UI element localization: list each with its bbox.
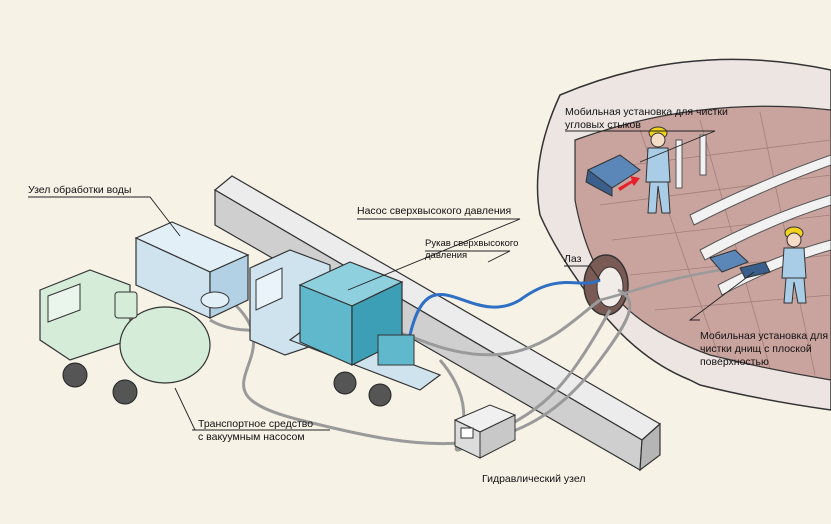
worker-2 bbox=[781, 226, 807, 304]
vacuum-truck bbox=[39, 269, 211, 405]
label-floor-unit-2: чистки днищ с плоской bbox=[700, 343, 812, 355]
label-corner-unit-1: Мобильная установка для чистки bbox=[565, 106, 728, 118]
water-treatment-unit bbox=[134, 221, 250, 319]
label-corner-unit-2: угловых стыков bbox=[565, 119, 641, 131]
label-hp-hose-1: Рукав сверхвысокого bbox=[425, 238, 518, 249]
worker-1 bbox=[645, 126, 671, 214]
hydraulic-unit bbox=[453, 404, 517, 459]
high-pressure-pump bbox=[298, 261, 415, 366]
label-floor-unit-1: Мобильная установка для bbox=[700, 330, 828, 342]
label-hp-hose-2: давления bbox=[425, 250, 467, 261]
label-hydraulic-unit: Гидравлический узел bbox=[482, 473, 585, 485]
storage-tank bbox=[536, 58, 831, 411]
corner-cleaning-unit bbox=[585, 154, 641, 197]
hose-gray-1 bbox=[229, 288, 632, 446]
label-vacuum-truck-2: с вакуумным насосом bbox=[198, 431, 305, 443]
hose-high-pressure bbox=[408, 278, 601, 336]
leader-lines bbox=[28, 130, 755, 431]
label-floor-unit-3: поверхностью bbox=[700, 356, 769, 368]
label-hp-pump: Насос сверхвысокого давления bbox=[357, 205, 511, 217]
red-arrow-icon bbox=[618, 176, 640, 191]
label-water-unit: Узел обработки воды bbox=[28, 184, 131, 196]
label-manhole: Лаз bbox=[564, 253, 582, 265]
concrete-barrier bbox=[213, 175, 662, 472]
label-vacuum-truck-1: Транспортное средство bbox=[198, 418, 313, 430]
floor-cleaning-unit bbox=[709, 249, 771, 279]
